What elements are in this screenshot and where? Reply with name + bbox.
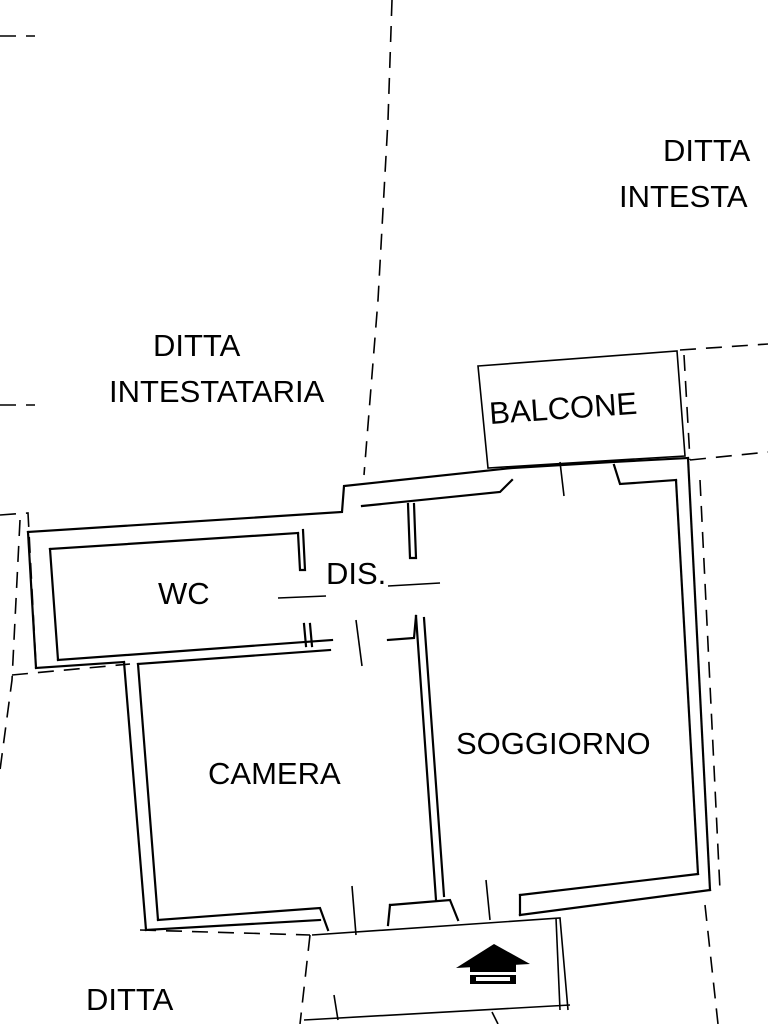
label-ditta-top-right-2: INTESTA: [619, 179, 748, 214]
balcony-outline: [477, 350, 686, 469]
label-ditta-left-2: INTESTATARIA: [109, 374, 325, 409]
entrance-landing: [303, 917, 571, 1024]
label-soggiorno: SOGGIORNO: [456, 726, 651, 761]
label-dis: DIS.: [326, 556, 386, 591]
label-camera: CAMERA: [208, 756, 341, 791]
exterior-walls: [26, 456, 712, 932]
label-balcone: BALCONE: [488, 386, 638, 431]
entrance-arrow-icon: [456, 944, 530, 984]
label-wc: WC: [158, 576, 210, 611]
label-ditta-top-right-1: DITTA: [663, 133, 751, 168]
label-ditta-bottom: DITTA: [86, 982, 174, 1017]
interior-walls: [277, 461, 565, 936]
label-ditta-left-1: DITTA: [153, 328, 241, 363]
